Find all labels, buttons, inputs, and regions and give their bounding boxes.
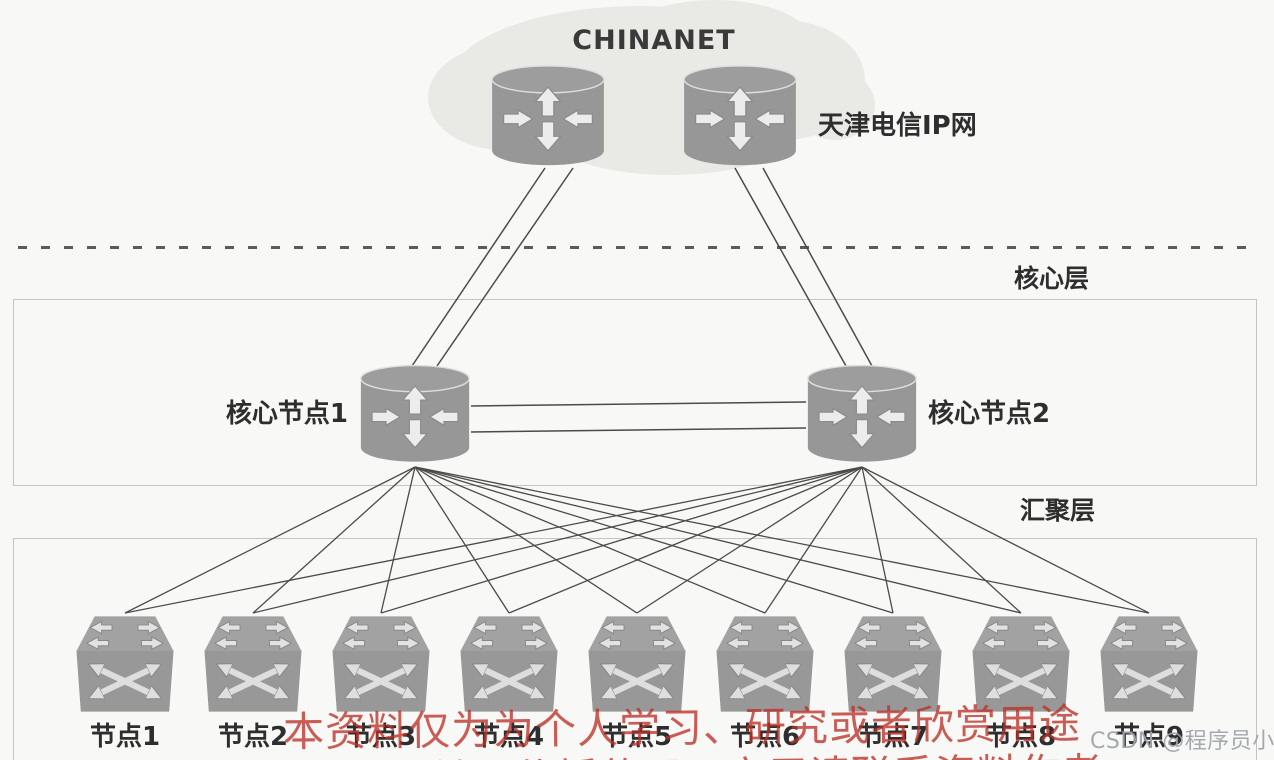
aggregation-layer-label: 汇聚层 [1020,496,1096,525]
access-node-9-label: 节点9 [1113,722,1185,752]
layer-separator-dashed-line [18,246,1252,249]
core-node-2-label: 核心节点2 [928,399,1051,429]
access-node-1-label: 节点1 [89,722,161,752]
access-node-8-label: 节点8 [985,722,1057,752]
internet-router-1-icon [490,64,606,170]
core-node-1-icon [359,362,471,468]
access-node-3-label: 节点3 [345,722,417,752]
access-node-6-label: 节点6 [729,722,801,752]
csdn-watermark: CSDN @程序员小英 [1090,729,1274,754]
internet-router-2-icon [682,64,798,170]
aggregation-layer-box [13,538,1257,760]
tianjin-telecom-ip-network-label: 天津电信IP网 [818,111,977,141]
chinanet-label: CHINANET [572,25,736,56]
access-node-7-label: 节点7 [857,722,929,752]
core-node-1-label: 核心节点1 [225,399,348,429]
access-node-5-label: 节点5 [601,722,673,752]
access-switch-9-icon [1097,608,1201,720]
core-node-2-icon [806,362,918,468]
access-node-2-label: 节点2 [217,722,289,752]
access-node-4-label: 节点4 [473,722,545,752]
core-layer-label: 核心层 [1014,264,1090,293]
core-layer-box [13,299,1257,486]
access-switch-1-icon [73,608,177,720]
cloud-puff [795,70,875,140]
